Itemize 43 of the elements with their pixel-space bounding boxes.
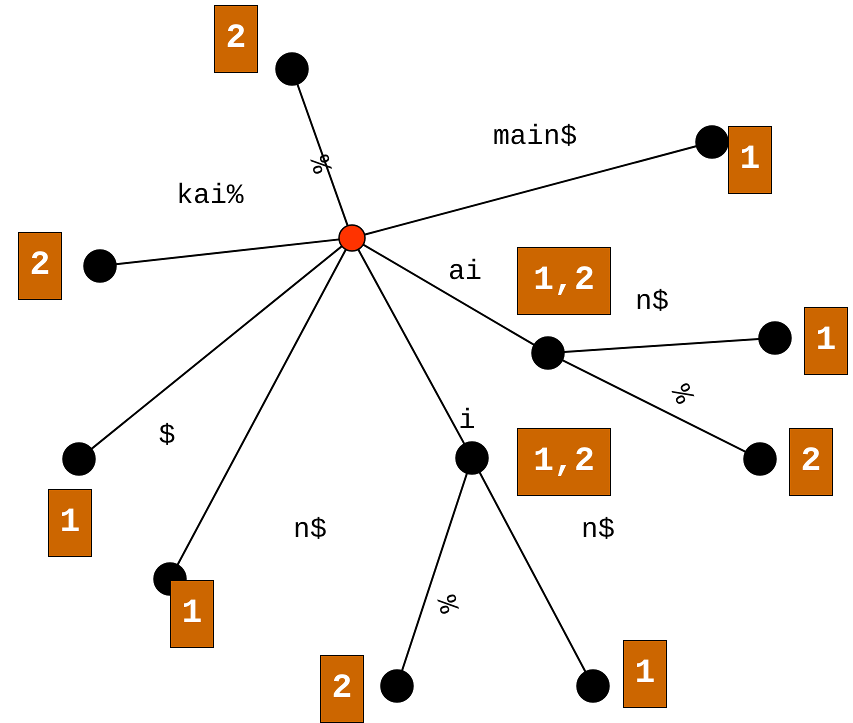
tree-edge — [116, 238, 340, 266]
tree-node-dot — [758, 321, 792, 355]
edge-label: ai — [448, 259, 482, 287]
edge-label: kai% — [176, 183, 244, 211]
leaf-label-box: 1 — [170, 580, 214, 648]
tree-node-dot — [743, 442, 777, 476]
tree-edge — [564, 338, 760, 353]
leaf-label-box: 1,2 — [517, 247, 611, 315]
edge-label: % — [429, 593, 461, 617]
tree-edge — [478, 472, 586, 672]
tree-node-dot — [455, 441, 489, 475]
edge-label: % — [664, 381, 696, 409]
tree-node-dot — [275, 52, 309, 86]
tree-node-dot — [695, 125, 729, 159]
tree-edge — [296, 84, 349, 226]
leaf-label-box: 2 — [214, 5, 258, 73]
tree-edge — [357, 248, 466, 444]
tree-edge — [401, 472, 468, 672]
edge-label: $ — [158, 423, 176, 451]
tree-edge — [176, 249, 347, 566]
edge-label: i — [458, 408, 476, 436]
leaf-label-box: 1 — [728, 126, 772, 194]
edge-label: n$ — [581, 517, 615, 545]
tree-edge — [364, 145, 697, 236]
leaf-label-box: 1 — [804, 307, 848, 375]
tree-node-dot — [62, 442, 96, 476]
leaf-label-box: 2 — [18, 232, 62, 300]
leaf-label-box: 2 — [320, 655, 364, 723]
edge-label: main$ — [493, 124, 577, 152]
tree-node-dot — [531, 336, 565, 370]
tree-edge — [562, 359, 746, 453]
leaf-label-box: 1 — [48, 489, 92, 557]
tree-node-dot — [83, 249, 117, 283]
tree-node-dot — [576, 669, 610, 703]
root-node-dot — [338, 224, 366, 252]
edge-label: n$ — [635, 289, 669, 317]
leaf-label-box: 1,2 — [517, 428, 611, 496]
tree-edge — [362, 244, 535, 346]
tree-node-dot — [380, 669, 414, 703]
tree-edge — [90, 245, 343, 450]
leaf-label-box: 2 — [789, 428, 833, 496]
leaf-label-box: 1 — [623, 640, 667, 708]
edge-label: n$ — [293, 517, 327, 545]
